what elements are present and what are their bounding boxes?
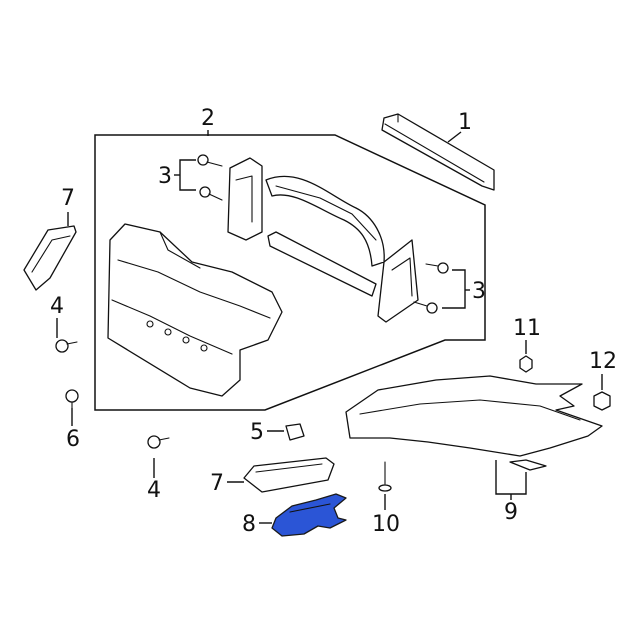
part-2-upper-bracket: [227, 157, 263, 241]
part-1-upper-rail: [381, 113, 495, 191]
part-3-bolt-right-upper: [425, 262, 449, 274]
part-12-nut: [593, 391, 611, 411]
part-5-clip: [285, 423, 305, 441]
callout-3-right: 3: [472, 279, 486, 304]
callout-2: 2: [201, 106, 215, 131]
part-8-air-deflector-highlighted: [271, 493, 347, 537]
callout-7-upper: 7: [61, 186, 75, 211]
part-4-bolt-left: [55, 339, 78, 353]
callout-4-left: 4: [50, 294, 64, 319]
part-9-underbody-shield: [345, 375, 603, 471]
part-2-curved-support: [265, 175, 385, 267]
part-3-bolt-right-lower: [413, 301, 438, 314]
part-3-bolt-lower: [199, 186, 223, 201]
part-7-lower-deflector: [243, 457, 335, 493]
part-2-lower-bar: [267, 231, 377, 297]
part-2-front-deflector: [107, 223, 283, 397]
leader-lines: [56, 130, 603, 524]
part-10-pin: [378, 461, 392, 492]
assembly-frame: [94, 134, 486, 411]
part-2-side-bracket: [377, 239, 419, 323]
part-6-clip: [65, 389, 79, 409]
callout-9: 9: [504, 500, 518, 525]
part-11-nut: [519, 355, 533, 373]
callout-10: 10: [372, 512, 400, 537]
part-7-left-bracket: [23, 225, 77, 291]
part-3-bolt-upper: [197, 154, 223, 167]
part-4-bolt-lower: [147, 435, 170, 449]
callout-12: 12: [589, 349, 617, 374]
callout-6: 6: [66, 427, 80, 452]
callout-7-lower: 7: [210, 471, 224, 496]
callout-1: 1: [458, 110, 472, 135]
callout-labels: 1 2 3 3 4 4 5 6 7 7 8 9 10 11 12: [50, 106, 617, 537]
callout-11: 11: [513, 316, 541, 341]
callout-5: 5: [250, 420, 264, 445]
callout-3-left: 3: [158, 164, 172, 189]
callout-8: 8: [242, 512, 256, 537]
callout-4-lower: 4: [147, 478, 161, 503]
